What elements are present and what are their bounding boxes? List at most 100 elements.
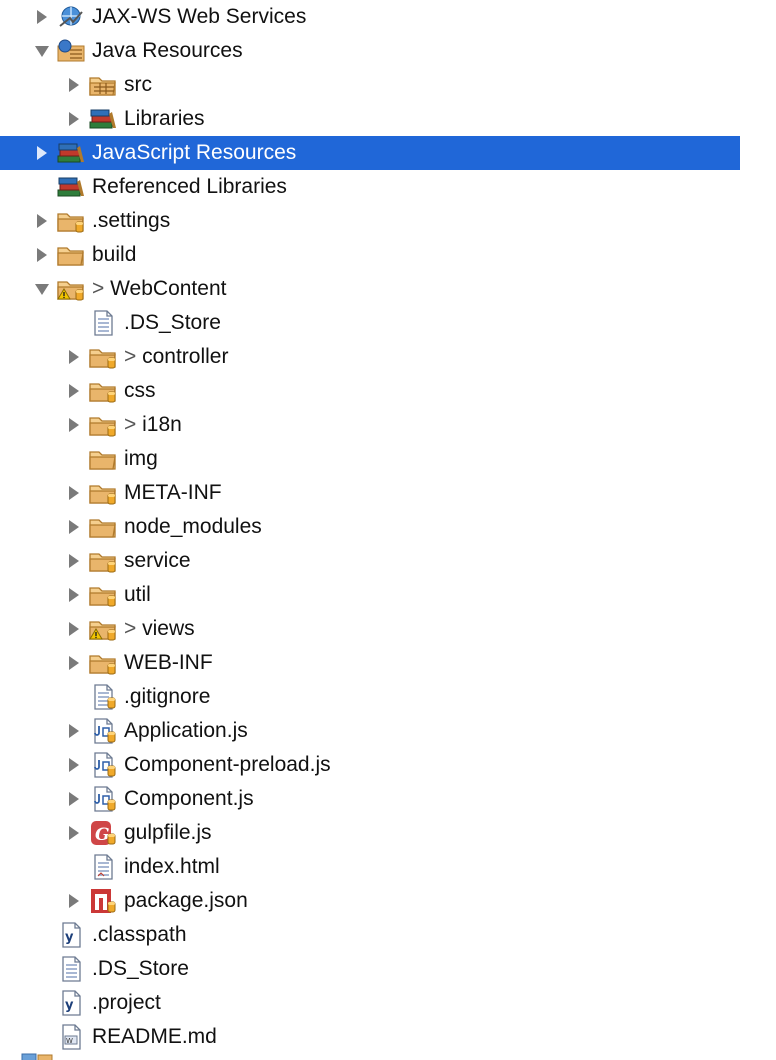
tree-row[interactable]: JAX-WS Web Services [0,0,740,34]
file-icon [56,956,86,982]
library-icon [56,174,86,200]
tree-row[interactable]: META-INF [0,476,740,510]
folder-icon [88,446,118,472]
expand-arrow-right-icon[interactable] [66,517,82,537]
tree-row-text: .DS_Store [92,957,189,980]
tree-row-text: Component-preload.js [124,753,331,776]
text-file-versioned-icon [88,684,118,710]
tree-row[interactable]: > WebContent [0,272,740,306]
tree-row[interactable]: service [0,544,740,578]
tree-row[interactable]: Libraries [0,102,740,136]
svg-text:y: y [65,998,74,1013]
expand-arrow-right-icon[interactable] [66,415,82,435]
tree-row-label: .project [92,986,161,1020]
tree-row-label: > views [124,612,195,646]
expand-arrow-right-icon[interactable] [66,109,82,129]
folder-warning-icon [88,616,118,642]
tree-row-text: README.md [92,1025,217,1048]
tree-row[interactable]: Application.js [0,714,740,748]
tree-row[interactable]: build [0,238,740,272]
expand-arrow-right-icon[interactable] [34,143,50,163]
js-file-icon [88,752,118,778]
folder-versioned-icon [88,582,118,608]
expand-arrow-right-icon[interactable] [66,653,82,673]
tree-row-text: img [124,447,158,470]
tree-row[interactable]: Referenced Libraries [0,170,740,204]
tree-row-text: JAX-WS Web Services [92,5,307,28]
tree-row-text: Java Resources [92,39,243,62]
tree-row[interactable]: Component-preload.js [0,748,740,782]
web-services-icon [56,4,86,30]
expand-arrow-right-icon[interactable] [66,619,82,639]
tree-row-text: index.html [124,855,220,878]
tree-row[interactable]: .settings [0,204,740,238]
expand-arrow-right-icon[interactable] [34,245,50,265]
tree-row[interactable]: JavaScript Resources [0,136,740,170]
expand-arrow-right-icon[interactable] [66,551,82,571]
expand-arrow-right-icon[interactable] [66,75,82,95]
expand-arrow-right-icon[interactable] [66,755,82,775]
svg-text:G: G [95,825,110,845]
js-file-icon [88,718,118,744]
tree-row-label: JavaScript Resources [92,136,296,170]
tree-row-text: gulpfile.js [124,821,212,844]
tree-row-label: Application.js [124,714,248,748]
expand-arrow-right-icon[interactable] [34,211,50,231]
expand-arrow-down-icon[interactable] [34,279,50,299]
tree-row-label: > WebContent [92,272,226,306]
tree-row[interactable]: src [0,68,740,102]
tree-row[interactable]: y.classpath [0,918,740,952]
expand-arrow-right-icon[interactable] [66,483,82,503]
tree-row[interactable]: .gitignore [0,680,740,714]
tree-row-text: css [124,379,156,402]
tree-row[interactable]: > views [0,612,740,646]
tree-row[interactable]: .DS_Store [0,306,740,340]
expand-arrow-down-icon[interactable] [34,41,50,61]
js-file-icon [88,786,118,812]
markdown-file-icon: W [56,1024,86,1050]
expand-arrow-right-icon[interactable] [66,585,82,605]
tree-row-label: README.md [92,1020,217,1054]
tree-row[interactable]: Component.js [0,782,740,816]
folder-versioned-icon [88,650,118,676]
tree-row[interactable]: WEB-INF [0,646,740,680]
folder-icon [88,514,118,540]
expand-arrow-right-icon[interactable] [66,891,82,911]
expand-arrow-right-icon[interactable] [34,7,50,27]
tree-row-text: util [124,583,151,606]
tree-row-text: src [124,73,152,96]
tree-row[interactable]: css [0,374,740,408]
tree-row[interactable]: W README.md [0,1020,740,1054]
tree-row[interactable]: .DS_Store [0,952,740,986]
tree-row[interactable]: y .project [0,986,740,1020]
expand-arrow-right-icon[interactable] [66,347,82,367]
tree-row[interactable]: img [0,442,740,476]
tree-row-label: Libraries [124,102,205,136]
tree-row-text: Component.js [124,787,254,810]
tree-row-text: i18n [142,413,182,436]
tree-row-text: WEB-INF [124,651,213,674]
tree-row[interactable]: package.json [0,884,740,918]
tree-row[interactable]: > controller [0,340,740,374]
folder-versioned-icon [88,412,118,438]
git-changed-prefix: > [124,345,143,368]
tree-row-label: gulpfile.js [124,816,212,850]
java-resources-icon [56,38,86,64]
tree-row-label: META-INF [124,476,222,510]
tree-row-text: controller [142,345,229,368]
tree-row[interactable]: > i18n [0,408,740,442]
tree-row[interactable]: node_modules [0,510,740,544]
expand-arrow-right-icon[interactable] [66,789,82,809]
tree-row-text: package.json [124,889,248,912]
tree-row[interactable]: index.html [0,850,740,884]
tree-row[interactable]: Java Resources [0,34,740,68]
tree-row[interactable]: util [0,578,740,612]
tree-row-label: WEB-INF [124,646,213,680]
git-changed-prefix: > [124,617,143,640]
expand-arrow-right-icon[interactable] [66,823,82,843]
xml-file-icon: y [56,922,86,948]
expand-arrow-right-icon[interactable] [66,381,82,401]
expand-arrow-right-icon[interactable] [66,721,82,741]
tree-row-label: Referenced Libraries [92,170,287,204]
